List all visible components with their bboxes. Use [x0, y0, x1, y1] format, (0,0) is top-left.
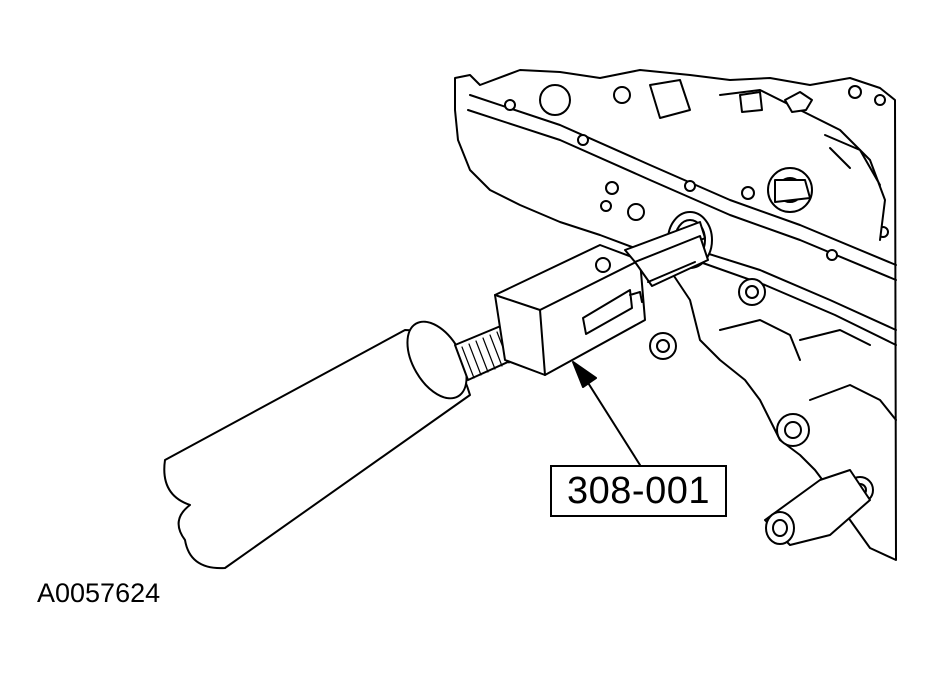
leader-arrow-icon	[572, 361, 641, 466]
figure-id-label: A0057624	[37, 578, 161, 608]
slide-hammer-tool-icon	[163, 221, 709, 570]
tool-number-callout: 308-001	[550, 465, 727, 517]
tool-number-label: 308-001	[567, 469, 710, 512]
